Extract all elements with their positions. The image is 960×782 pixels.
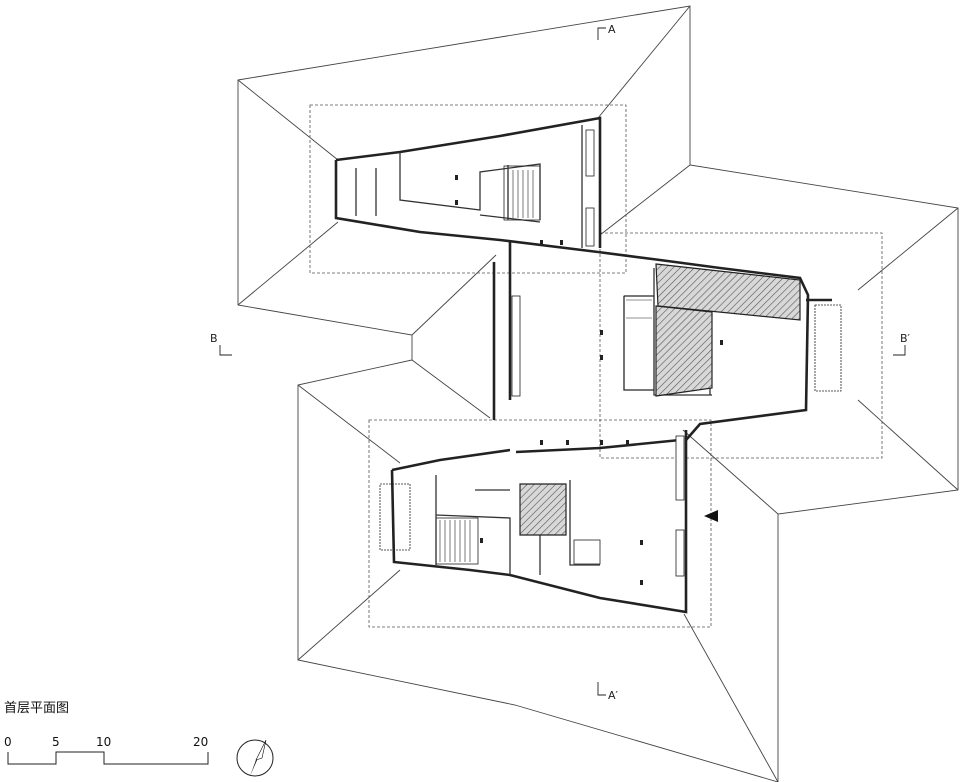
section-label-a: A [608, 23, 616, 36]
scale-bar [7, 751, 209, 765]
scale-tick-20: 20 [193, 735, 208, 749]
section-label-b: B [210, 332, 218, 345]
scale-tick-10: 10 [96, 735, 111, 749]
section-mark-b-left [219, 345, 232, 356]
staircases [379, 165, 842, 565]
section-mark-a-bottom [597, 682, 606, 696]
drawing-title: 首层平面图 [4, 701, 70, 716]
north-arrow-icon [236, 739, 274, 777]
section-mark-b-right [893, 345, 906, 356]
scale-tick-5: 5 [52, 735, 60, 749]
section-mark-a-top [597, 27, 606, 40]
roof-outline [237, 5, 959, 782]
section-label-b-prime: B′ [900, 332, 911, 345]
hatched-rooms [519, 263, 801, 536]
ground-floor-walls [334, 116, 832, 614]
entrance-arrow-icon [704, 510, 718, 522]
columns [455, 175, 723, 585]
display-shelves [511, 129, 685, 577]
section-label-a-prime: A′ [608, 689, 619, 702]
scale-tick-0: 0 [4, 735, 12, 749]
upper-floor-outline [309, 104, 883, 628]
